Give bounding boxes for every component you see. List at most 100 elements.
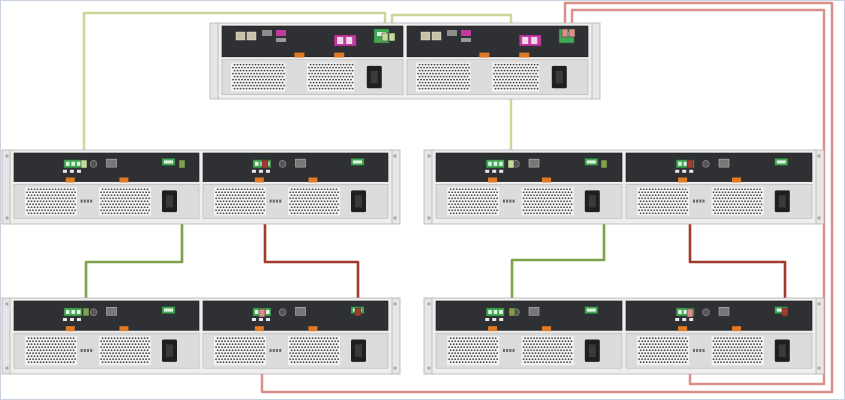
shelf-2-module-b [625,152,813,219]
shelf-3-module-a [13,300,200,369]
shelf-4-module-a-latch-left [488,326,498,332]
shelf-1-module-b-latch-left [254,177,264,183]
shelf-4-module-a-vent-left [447,336,500,366]
controller-enclosure-module-b-eth-port-1 [420,31,431,41]
shelf-2 [423,149,825,225]
plug-shelf2-out-a [600,159,608,169]
shelf-3-module-a-sas-ports [62,307,83,321]
shelf-3-module-a-mgmt-port [106,307,117,316]
controller-enclosure-module-a-eth-port-1 [235,31,246,41]
shelf-2-module-a-vent-left [447,187,500,216]
controller-enclosure-module-a-eth-port-2 [246,31,257,41]
shelf-4-module-b-io-face [625,300,813,331]
shelf-3-module-a-latch-left [65,326,75,332]
shelf-2-module-a-io-face [435,152,623,182]
shelf-2-module-a-latch-right [542,177,552,183]
controller-enclosure-module-a [221,25,404,95]
shelf-2-module-b-vent-right [711,187,764,216]
shelf-4-module-a-io-face [435,300,623,331]
controller-enclosure-module-b-io-face [406,25,589,58]
plug-ctrl-pink-2 [568,28,576,38]
shelf-4-module-b-mgmt-port [718,307,730,316]
shelf-2-module-a [435,152,623,219]
shelf-1-module-b-status-led [278,160,287,168]
shelf-4-module-b-vent-right [711,336,764,366]
shelf-1-module-a-vent-right [99,187,151,216]
shelf-1-module-a-sas-ports [62,159,83,173]
shelf-3-module-b-latch-right [308,326,318,332]
shelf-3-module-a-status-led [89,308,98,316]
plug-shelf2-out-b [686,159,694,169]
shelf-1-module-b-mgmt-port [295,158,306,168]
controller-enclosure-module-a-vent-left [231,62,286,92]
plug-shelf4-in-b [781,307,789,317]
controller-enclosure-module-b-host-port [518,34,542,47]
shelf-2-module-b-status-led [702,160,710,168]
shelf-4-module-a-sas-ports [485,307,505,321]
shelf-4-module-b [625,300,813,369]
shelf-1-module-a-vent-left [25,187,77,216]
shelf-1-module-b-latch-right [308,177,318,183]
controller-enclosure-module-b-latch-left [479,52,490,58]
controller-enclosure-module-a-fc-port-1 [276,30,286,36]
plug-shelf4-in-a [508,307,516,317]
controller-enclosure-module-a-latch-left [294,52,305,58]
shelf-1 [1,149,401,225]
controller-enclosure [209,22,601,100]
plug-shelf4-return [686,308,694,318]
controller-enclosure-module-a-latch-right [334,52,345,58]
controller-enclosure-module-b-fc-port-1 [461,30,471,36]
plug-shelf1-in [80,159,88,169]
shelf-4-module-b-latch-right [732,326,742,332]
shelf-1-module-a-status-led [89,160,98,168]
shelf-1-module-b-vent-right [288,187,340,216]
shelf-3-module-b-latch-left [254,326,264,332]
controller-enclosure-module-b-vent-right [492,62,540,92]
shelf-1-module-a [13,152,200,219]
shelf-2-module-b-latch-left [678,177,688,183]
shelf-2-module-b-latch-right [732,177,742,183]
shelf-1-module-b [202,152,389,219]
plug-shelf3-in-b [354,307,362,317]
shelf-4-module-a-mgmt-port [528,307,540,316]
controller-enclosure-module-b [406,25,589,95]
shelf-4 [423,297,825,375]
shelf-4-module-a-vent-right [521,336,574,366]
shelf-3-module-b-vent-right [288,336,340,366]
shelf-1-module-a-latch-left [65,177,75,183]
shelf-1-module-a-mgmt-port [106,158,117,168]
plug-shelf1-out-b [261,159,269,169]
cable-ctrl-return-outer [260,1,834,394]
shelf-3-module-a-vent-right [99,336,151,366]
shelf-4-module-b-latch-left [678,326,688,332]
shelf-2-module-a-vent-right [521,187,574,216]
controller-enclosure-module-b-vent-left [416,62,471,92]
shelf-4-module-b-status-led [702,308,710,316]
plug-shelf1-out-a [178,159,186,169]
shelf-1-module-b-vent-left [214,187,266,216]
plug-shelf3-in-a [82,307,90,317]
shelf-2-module-b-mgmt-port [718,158,730,168]
shelf-2-module-a-sas-ports [485,159,505,173]
controller-enclosure-module-a-host-port [333,34,357,47]
shelf-3-module-b-vent-left [214,336,266,366]
shelf-3-module-a-io-face [13,300,200,331]
plug-ctrl-b [388,32,396,42]
plug-ctrl-a [381,32,389,42]
controller-enclosure-module-a-io-face [221,25,404,58]
controller-enclosure-module-a-serial-port [262,30,272,36]
shelf-3-module-b-mgmt-port [295,307,306,316]
shelf-4-module-a-latch-right [542,326,552,332]
shelf-3 [1,297,401,375]
shelf-4-module-b-vent-left [637,336,690,366]
shelf-2-module-b-vent-left [637,187,690,216]
shelf-1-module-a-latch-right [119,177,129,183]
plug-ctrl-pink-1 [561,28,569,38]
controller-enclosure-module-b-eth-port-2 [431,31,442,41]
shelf-4-module-a [435,300,623,369]
controller-enclosure-module-b-latch-right [519,52,530,58]
controller-enclosure-module-a-vent-right [307,62,355,92]
shelf-2-module-a-mgmt-port [528,158,540,168]
